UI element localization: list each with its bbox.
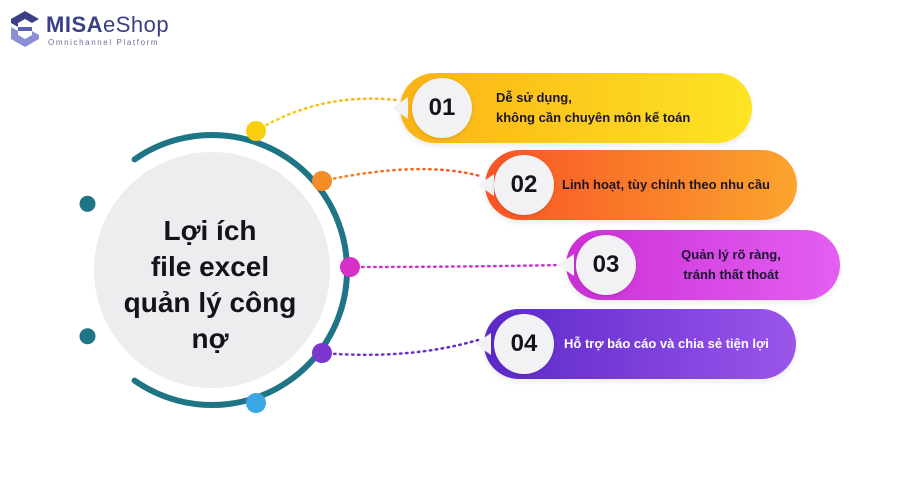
benefit-number-badge: 02 — [494, 155, 554, 215]
ring-end-dot — [79, 328, 96, 345]
benefit-text: Linh hoạt, tùy chỉnh theo nhu cầu — [562, 175, 770, 195]
benefit-number-badge: 04 — [494, 314, 554, 374]
dotted-connector — [254, 97, 398, 133]
ring-accent-dot — [246, 393, 266, 413]
benefit-text-line: không cần chuyên môn kế toán — [496, 110, 691, 125]
brand-name-bold: MISA — [46, 12, 103, 37]
misa-logo-icon — [11, 11, 39, 47]
benefit-number-badge: 01 — [412, 78, 472, 138]
title-line: nợ — [191, 323, 229, 354]
benefit-text-line: Quản lý rõ ràng, — [681, 247, 781, 262]
benefit-text: Hỗ trợ báo cáo và chia sẻ tiện lợi — [564, 334, 769, 354]
benefit-text-line: Hỗ trợ báo cáo và chia sẻ tiện lợi — [564, 336, 769, 351]
dotted-connector — [348, 263, 564, 269]
title-line: Lợi ích — [163, 215, 257, 246]
brand-name: MISAeShop — [46, 12, 169, 38]
ring-end-dot — [79, 195, 96, 212]
connector-dot — [312, 171, 332, 191]
badge-pointer — [558, 254, 574, 276]
brand-tagline: Omnichannel Platform — [48, 38, 160, 47]
badge-pointer — [475, 333, 491, 355]
dotted-connector — [320, 167, 482, 183]
title-line: quản lý công — [123, 287, 297, 318]
benefit-number-badge: 03 — [576, 235, 636, 295]
center-circle — [94, 152, 330, 388]
badge-pointer — [392, 97, 408, 119]
benefit-text: Quản lý rõ ràng, tránh thất thoát — [656, 245, 806, 285]
benefit-text-line: tránh thất thoát — [683, 267, 779, 282]
brand-logo: MISAeShop Omnichannel Platform — [8, 10, 178, 50]
dotted-connector — [320, 338, 480, 357]
connector-group — [246, 97, 564, 363]
connector-dot — [312, 343, 332, 363]
benefit-text: Dễ sử dụng, không cần chuyên môn kế toán — [496, 88, 690, 128]
diagram-title: Lợi ích file excel quản lý công nợ — [95, 213, 325, 357]
brand-name-light: eShop — [103, 12, 170, 37]
benefit-text-line: Linh hoạt, tùy chỉnh theo nhu cầu — [562, 177, 770, 192]
badge-pointer — [478, 174, 494, 196]
connector-dot — [340, 257, 360, 277]
connector-dot — [246, 121, 266, 141]
benefit-text-line: Dễ sử dụng, — [496, 90, 572, 105]
title-line: file excel — [150, 251, 270, 282]
